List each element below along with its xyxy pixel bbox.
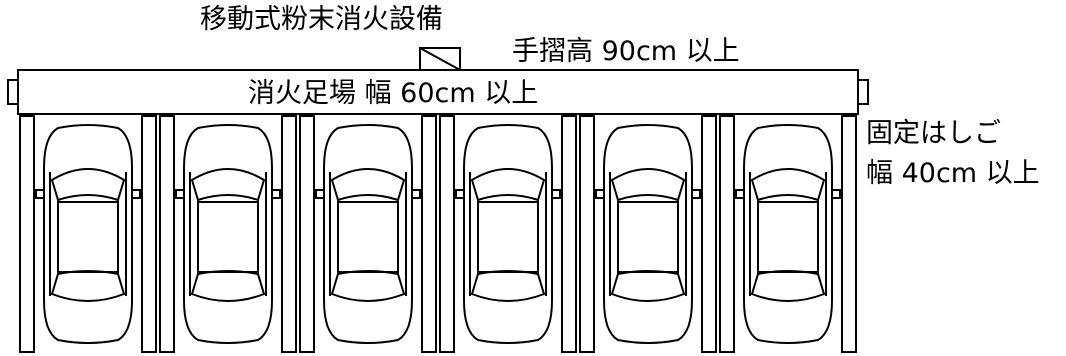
bay-post-right [841, 115, 857, 353]
right-end-cap [857, 79, 869, 105]
bay-post-right [421, 115, 437, 353]
car-icon [315, 124, 421, 344]
parking-bays [19, 115, 857, 353]
ladder-label-line2: 幅 40cm 以上 [866, 158, 1040, 189]
parking-bay [719, 115, 857, 353]
bay-post-right [141, 115, 157, 353]
bay-post-right [561, 115, 577, 353]
car-icon [595, 124, 701, 344]
bay-post-left [19, 115, 35, 353]
bay-post-left [719, 115, 735, 353]
parking-bay [439, 115, 577, 353]
left-end-cap [7, 79, 19, 105]
parking-bay [579, 115, 717, 353]
extinguisher-label: 移動式粉末消火設備 [200, 4, 443, 35]
parking-bay [19, 115, 157, 353]
parking-bay [159, 115, 297, 353]
bay-post-right [701, 115, 717, 353]
car-icon [35, 124, 141, 344]
ladder-label-line1: 固定はしご [866, 118, 1001, 149]
bay-post-left [159, 115, 175, 353]
parking-bay [299, 115, 437, 353]
walkway-label: 消火足場 幅 60cm 以上 [248, 78, 539, 109]
bay-post-left [579, 115, 595, 353]
bay-post-right [281, 115, 297, 353]
car-icon [455, 124, 561, 344]
handrail-label: 手摺高 90cm 以上 [512, 36, 740, 67]
car-icon [175, 124, 281, 344]
bay-post-left [439, 115, 455, 353]
car-icon [735, 124, 841, 344]
extinguisher-unit-icon [419, 47, 461, 71]
bay-post-left [299, 115, 315, 353]
